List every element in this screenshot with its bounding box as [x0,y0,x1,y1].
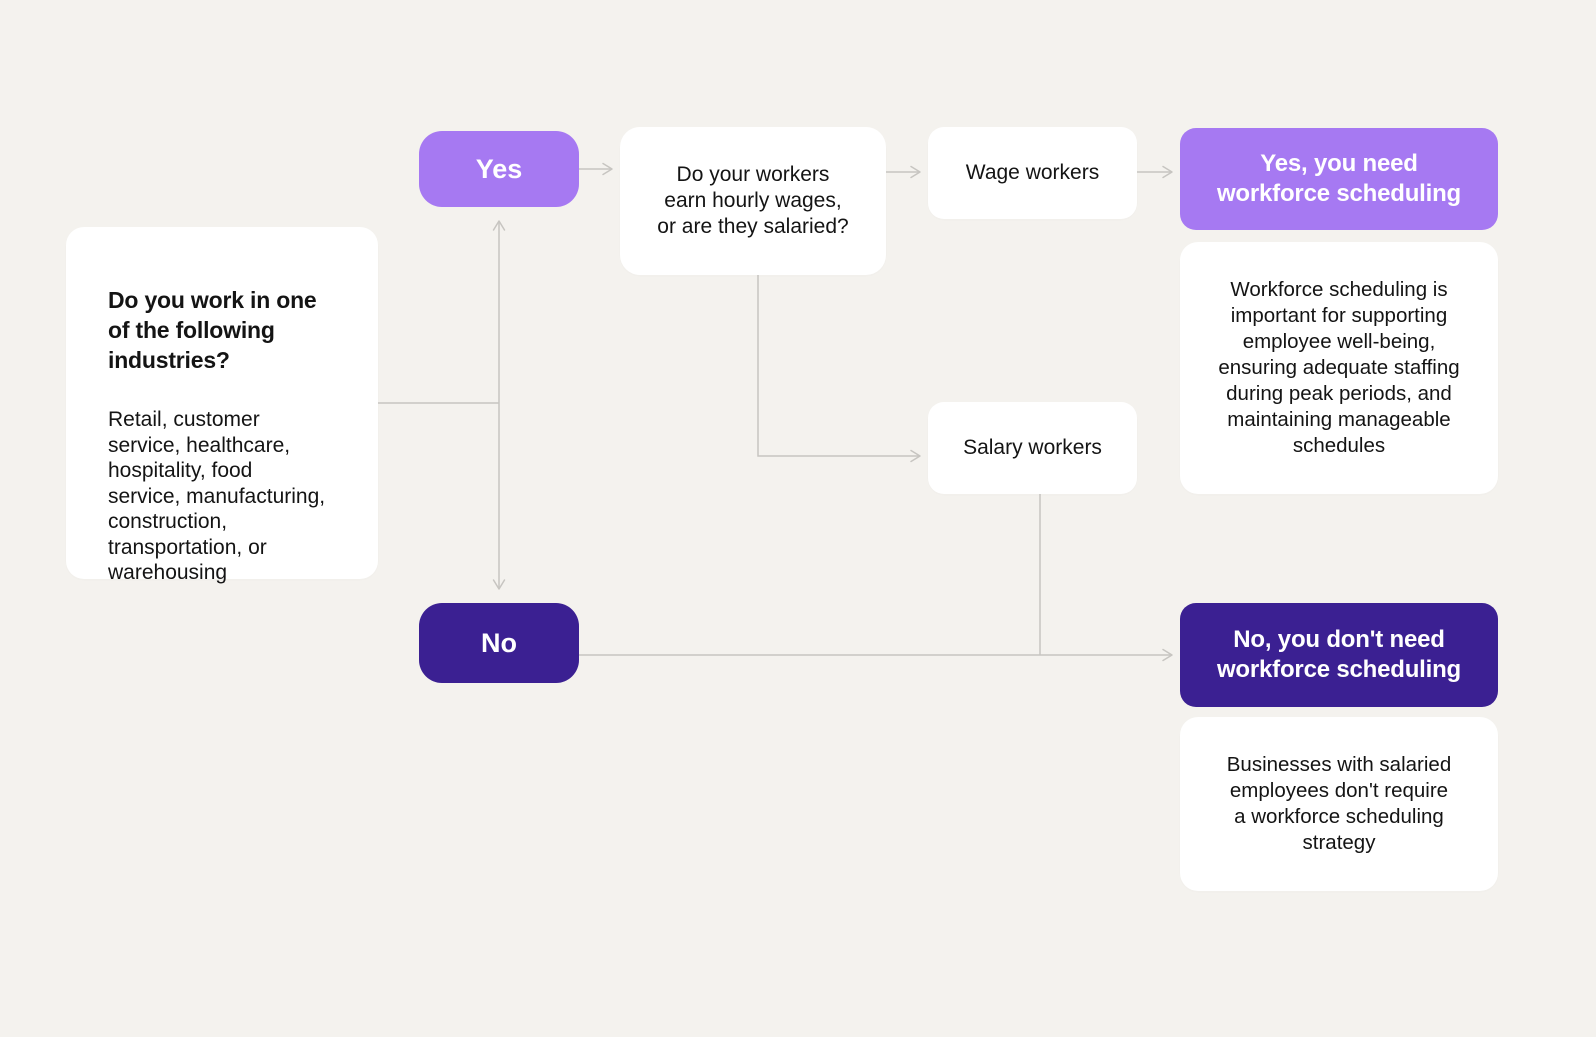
wage-workers-node: Wage workers [928,127,1137,219]
yes-result-text: Yes, you need workforce scheduling [1216,150,1462,207]
yes-result-note-text: Workforce scheduling is important for su… [1218,278,1460,457]
yes-result-card: Yes, you need workforce scheduling [1180,128,1498,230]
start-question-title: Do you work in one of the following indu… [108,287,317,373]
yes-node-label: Yes [475,153,523,184]
no-result-note-text: Businesses with salaried employees don't… [1226,753,1452,854]
start-question-card: Do you work in one of the following indu… [66,227,378,584]
connector-question-to-salary [757,275,921,463]
salary-workers-label: Salary workers [963,436,1102,459]
hourly-or-salaried-question-card: Do your workers earn hourly wages, or ar… [620,127,886,275]
no-result-note-card: Businesses with salaried employees don't… [1180,717,1498,891]
salary-workers-node: Salary workers [928,402,1137,494]
yes-node: Yes [419,131,579,207]
no-result-text: No, you don't need workforce scheduling [1216,626,1462,683]
start-question-body: Retail, customer service, healthcare, ho… [108,408,326,584]
hourly-or-salaried-question-text: Do your workers earn hourly wages, or ar… [657,163,849,238]
yes-result-note-card: Workforce scheduling is important for su… [1180,242,1498,494]
no-result-card: No, you don't need workforce scheduling [1180,603,1498,707]
no-node: No [419,603,579,683]
no-node-label: No [481,627,517,658]
wage-workers-label: Wage workers [965,161,1100,184]
